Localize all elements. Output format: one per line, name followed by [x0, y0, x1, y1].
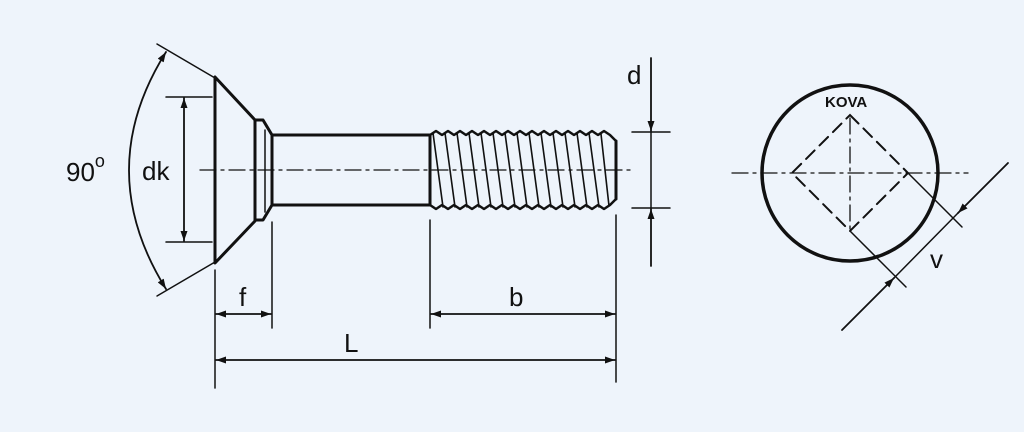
L-label: L: [344, 328, 358, 358]
dk-label: dk: [142, 156, 170, 186]
angle-arc: [128, 51, 167, 290]
v-label: v: [930, 244, 943, 274]
b-label: b: [509, 282, 523, 312]
thread-profile-bottom: [428, 197, 618, 211]
f-label: f: [239, 282, 247, 312]
angle-ext-bottom: [156, 261, 216, 297]
v-ext-upper: [907, 172, 963, 228]
v-arrow-lower: [841, 277, 895, 331]
d-label: d: [627, 60, 641, 90]
angle-label: 90o: [66, 151, 105, 187]
angle-ext-top: [156, 43, 216, 79]
kova-brand-mark: KOVA: [825, 94, 867, 111]
v-ext-lower: [849, 230, 907, 288]
v-arrow-upper: [957, 162, 1009, 214]
end-view: [731, 83, 1009, 331]
bolt-shank: [270, 133, 432, 207]
side-view: [128, 43, 671, 389]
v-dim-span: [893, 212, 959, 279]
thread-profile-top: [428, 129, 618, 143]
